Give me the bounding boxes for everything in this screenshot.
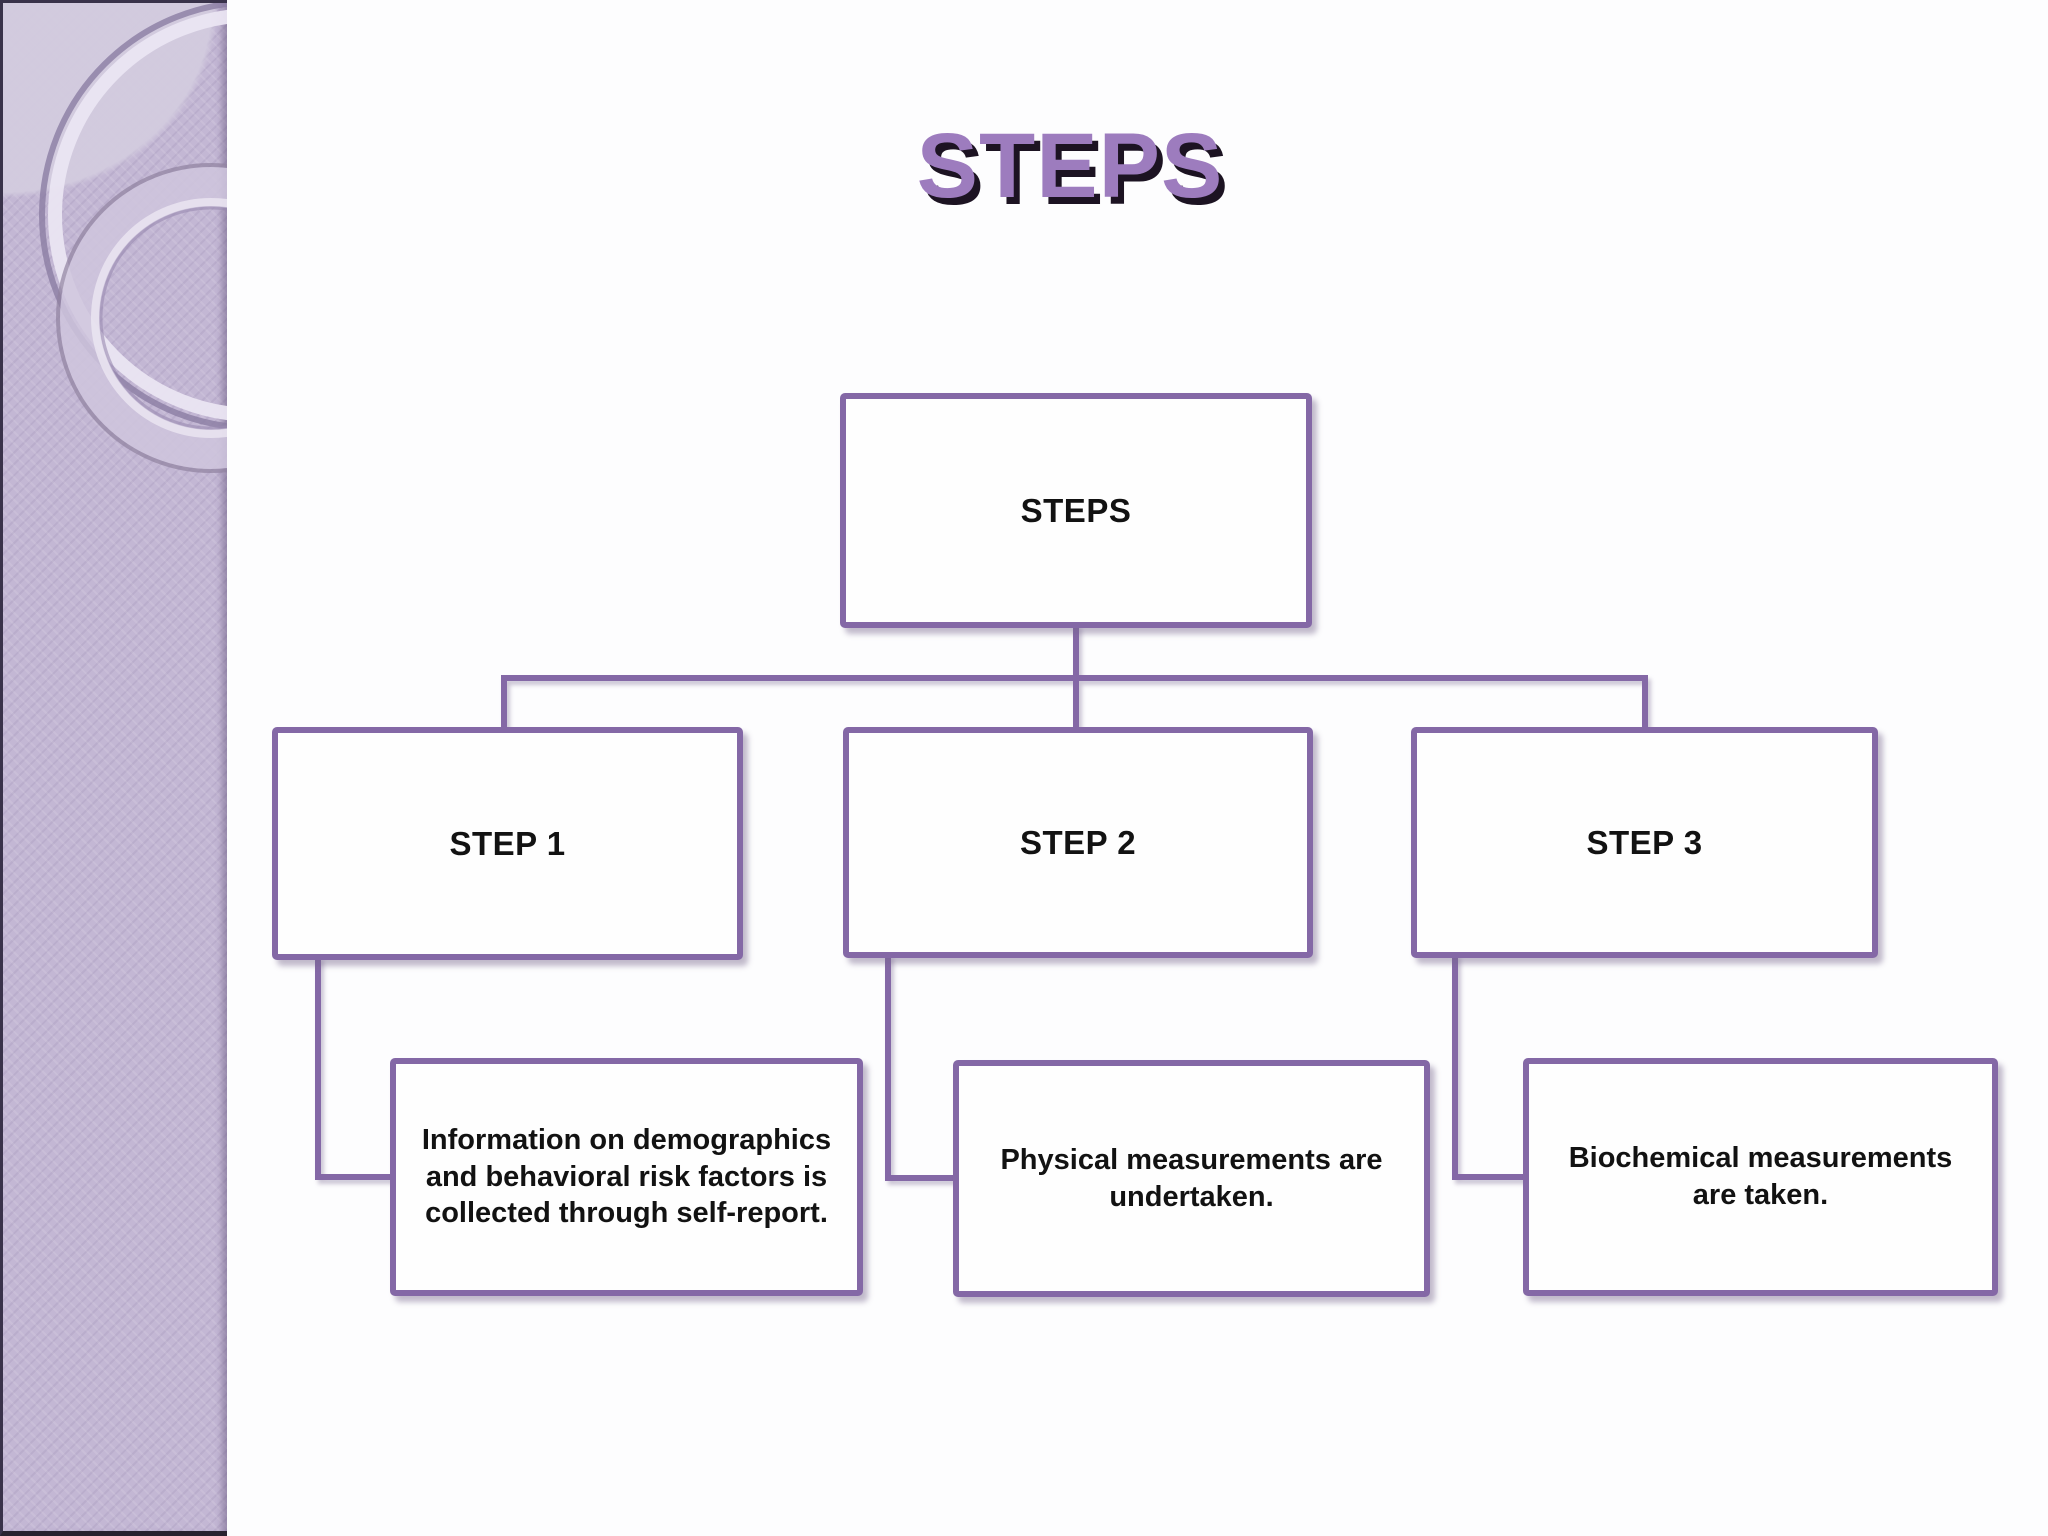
node-label: STEP 3 (1586, 823, 1703, 861)
sidebar-decoration (0, 0, 227, 1536)
slide-title: STEPS (916, 115, 1224, 217)
node-description-text: Biochemical measurements are taken. (1568, 1142, 1953, 1211)
node-label: STEPS (1020, 491, 1132, 529)
diagram-node-step-1: STEP 1 (272, 727, 743, 960)
node-label: STEP 2 (1019, 823, 1137, 861)
circle-ornament-icon (39, 3, 227, 473)
diagram-node-step-2: STEP 2 (843, 727, 1313, 958)
diagram-node-step-1-description: Information on demographics and behavior… (390, 1058, 863, 1296)
diagram-node-step-2-description: Physical measurements are undertaken. (953, 1060, 1430, 1297)
node-description-text: Physical measurements are undertaken. (1000, 1143, 1383, 1213)
diagram-node-steps-root: STEPS (840, 393, 1312, 628)
diagram-node-step-3: STEP 3 (1411, 727, 1878, 958)
node-description-text: Information on demographics and behavior… (421, 1124, 832, 1230)
diagram-node-step-3-description: Biochemical measurements are taken. (1523, 1058, 1998, 1296)
node-label: STEP 1 (449, 824, 566, 862)
